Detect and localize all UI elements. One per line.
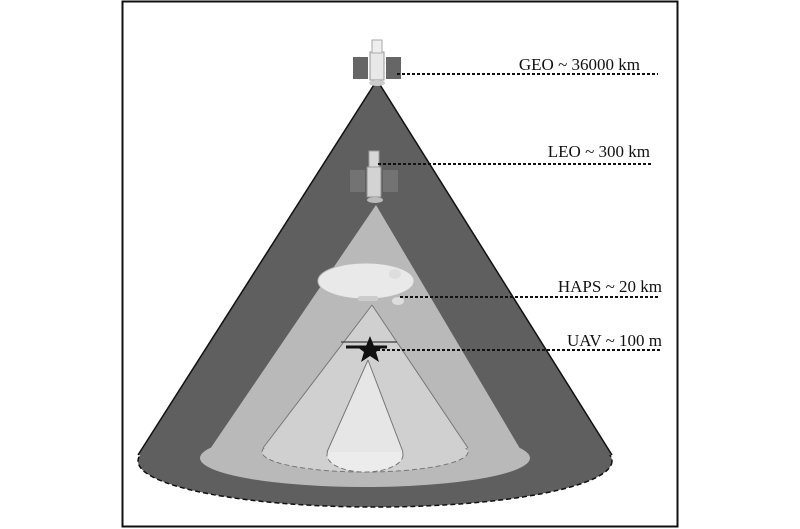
geo-satellite-icon <box>353 39 401 86</box>
haps-label: HAPS ~ 20 km <box>558 277 662 296</box>
uav-drone-icon <box>341 336 397 362</box>
uav-label: UAV ~ 100 m <box>567 331 662 350</box>
geo-label: GEO ~ 36000 km <box>519 55 640 74</box>
leo-satellite-icon <box>350 150 398 203</box>
uav-cone <box>326 359 404 473</box>
haps-airship-icon <box>317 262 415 305</box>
leo-label: LEO ~ 300 km <box>548 142 650 161</box>
